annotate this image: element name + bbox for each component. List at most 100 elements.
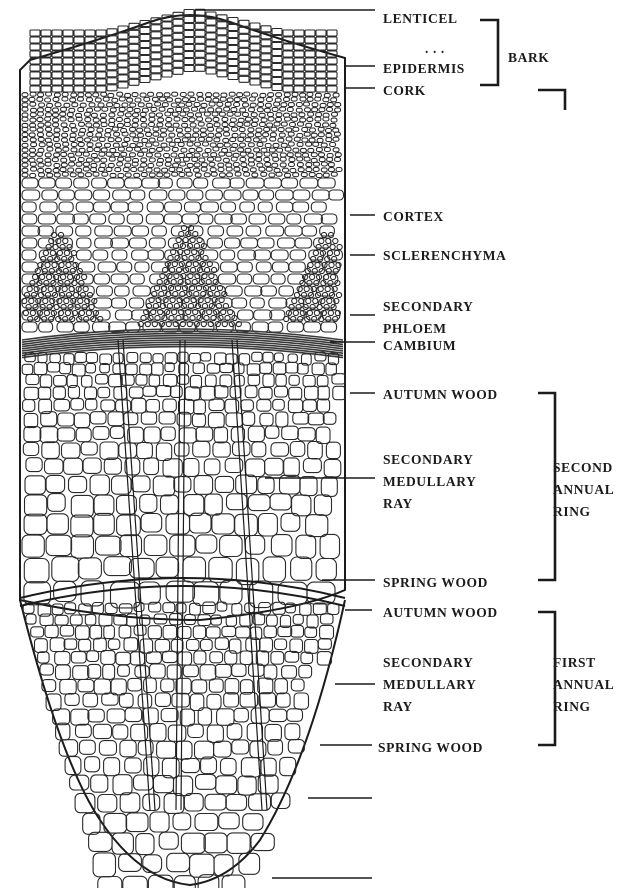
cork-cell	[219, 173, 225, 177]
cork-cell	[250, 168, 256, 172]
cork-cell	[156, 113, 162, 117]
wood-cell	[181, 759, 199, 773]
sclerenchyma-cell	[326, 316, 331, 321]
cortex-cell	[149, 238, 165, 248]
cork-cell	[87, 148, 93, 152]
sclerenchyma-cell	[313, 250, 318, 255]
cork-cell	[45, 138, 51, 142]
cork-cell	[253, 138, 259, 142]
wood-cell	[140, 364, 152, 375]
bark-cell	[107, 43, 117, 49]
cork-cell	[98, 103, 104, 107]
cork-cell	[224, 107, 230, 111]
cork-cell	[224, 132, 230, 136]
cork-cell	[149, 158, 155, 162]
wood-cell	[178, 652, 192, 665]
cork-cell	[80, 103, 86, 107]
wood-cell	[127, 614, 138, 626]
cork-cell	[243, 113, 249, 117]
cork-cell	[232, 127, 238, 131]
cortex-cell	[266, 226, 284, 236]
wood-cell	[245, 536, 264, 555]
bark-cell	[140, 77, 150, 83]
sclerenchyma-cell	[66, 262, 71, 267]
cork-cell	[276, 93, 282, 97]
cork-cell	[116, 118, 122, 122]
cork-cell	[321, 168, 327, 172]
cork-cell	[130, 103, 136, 107]
cork-cell	[261, 138, 267, 142]
bark-cell	[74, 72, 84, 78]
cortex-cell	[132, 226, 148, 236]
bark-cell	[316, 72, 326, 78]
cork-cell	[141, 173, 147, 177]
bark-cell	[96, 51, 106, 57]
wood-cell	[293, 413, 309, 425]
sclerenchyma-cell	[321, 232, 326, 237]
wood-cell	[209, 679, 223, 692]
cork-cell	[218, 163, 224, 167]
cork-cell	[238, 148, 244, 152]
label-sclerenchyma: SCLERENCHYMA	[383, 248, 506, 263]
bark-cell	[239, 69, 249, 75]
wood-cell	[224, 693, 239, 707]
wood-cell	[284, 458, 300, 477]
wood-cell	[127, 353, 138, 363]
cortex-cell	[231, 214, 247, 224]
bark-cell	[217, 36, 227, 42]
wood-cell	[71, 535, 94, 558]
cork-cell	[71, 148, 77, 152]
wood-cell	[93, 427, 109, 440]
cork-cell	[100, 113, 106, 117]
wood-cell	[123, 876, 148, 888]
cork-cell	[47, 142, 53, 146]
cork-cell	[53, 168, 59, 172]
cork-cell	[206, 118, 212, 122]
wood-cell	[277, 693, 291, 707]
wood-cell	[301, 652, 313, 663]
bark-cell	[184, 59, 194, 65]
sclerenchyma-cell	[42, 316, 47, 321]
wood-cell	[104, 625, 115, 638]
wood-cell	[193, 441, 210, 457]
cork-cell	[22, 113, 28, 117]
wood-cell	[153, 354, 163, 363]
wood-cell	[120, 740, 136, 757]
cortex-cell	[272, 262, 288, 272]
cork-cell	[160, 97, 166, 101]
cortex-cell	[76, 226, 91, 236]
cork-cell	[235, 172, 241, 176]
cork-cell	[233, 163, 239, 167]
bark-cell	[184, 38, 194, 44]
wood-cell	[34, 363, 47, 375]
wood-cell	[195, 741, 214, 759]
cork-cell	[37, 128, 43, 132]
cortex-cell	[22, 202, 36, 212]
cork-cell	[237, 93, 243, 97]
wood-cell	[184, 495, 204, 516]
wood-cell	[215, 476, 233, 492]
cork-cell	[154, 168, 160, 172]
cork-cell	[68, 168, 74, 172]
cork-cell	[72, 103, 78, 107]
sclerenchyma-cell	[301, 292, 306, 297]
bark-cell	[206, 19, 216, 25]
cork-cell	[254, 148, 260, 152]
wood-cell	[90, 475, 109, 495]
bark-cell	[261, 68, 271, 74]
cork-cell	[194, 153, 200, 157]
bark-cells	[30, 9, 337, 92]
cork-cell	[186, 172, 192, 176]
wood-cell	[88, 664, 101, 678]
bark-cell	[52, 65, 62, 71]
wood-cell	[305, 627, 317, 637]
cork-cell	[54, 93, 60, 97]
cork-cell	[213, 117, 219, 121]
cork-cell	[194, 103, 200, 107]
wood-cell	[78, 680, 94, 692]
cortex-cell	[312, 190, 329, 200]
cork-cell	[68, 118, 74, 122]
cork-cell	[162, 103, 168, 107]
cork-cell	[108, 163, 114, 167]
bark-cell	[173, 19, 183, 25]
